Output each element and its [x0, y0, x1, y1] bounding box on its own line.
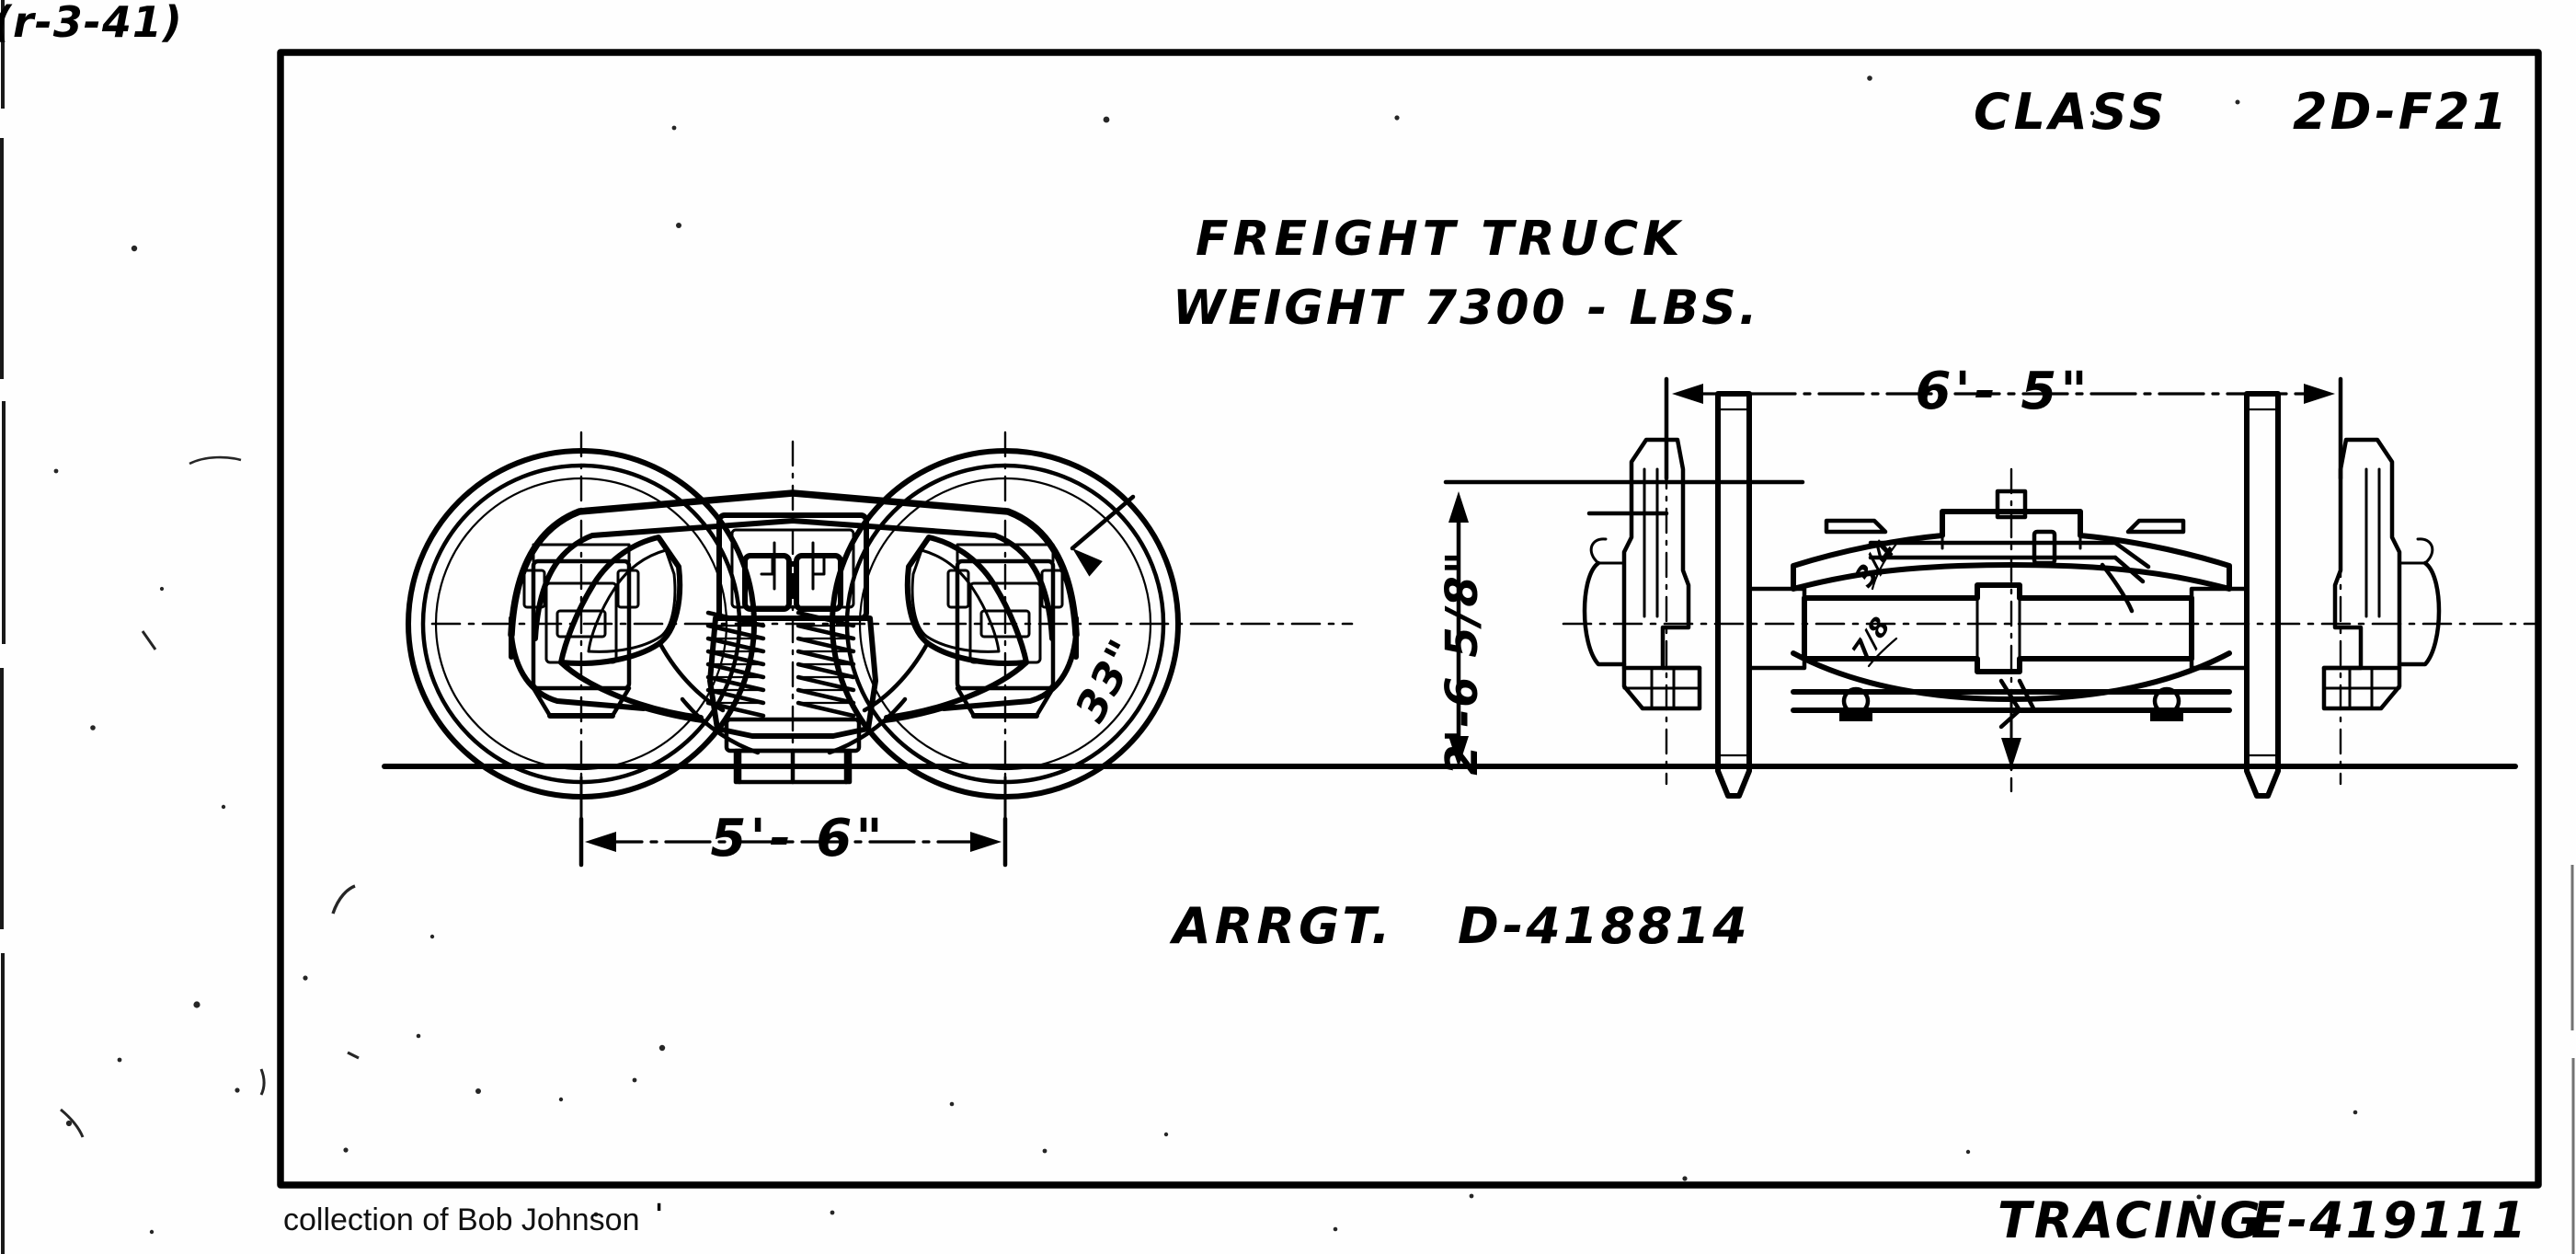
- end-bolster: [1791, 489, 2232, 614]
- height-dimension: 2'-6 5/8": [1437, 479, 1805, 776]
- track-width-dimension: 6'- 5": [1664, 362, 2343, 481]
- revision-note: (r-3-41): [0, 0, 183, 47]
- scan-edge-margin: [0, 0, 6, 1254]
- collection-credit: collection of Bob Johnson: [283, 1202, 639, 1237]
- class-value: 2D-F21: [2293, 83, 2510, 141]
- title-line-1: FREIGHT TRUCK: [1196, 212, 1684, 267]
- track-width-value: 6'- 5": [1916, 362, 2091, 421]
- wheelbase-dimension: 5'- 6": [578, 776, 1008, 869]
- drawing-border: [277, 49, 2542, 1189]
- arrangement-label: ARRGT.: [1169, 897, 1394, 955]
- side-frame-lower-tie: [558, 641, 1029, 755]
- credit-tick: ': [655, 1199, 663, 1231]
- detail-leader-lower: [1867, 637, 1898, 668]
- end-elevation-view: 3/4 7/8 6'- 5" 2'-6 5: [1437, 362, 2540, 796]
- tracing-label: TRACING: [1998, 1191, 2263, 1249]
- scan-edge-right: [2570, 865, 2575, 1254]
- bolster-assembly: [707, 512, 878, 785]
- title-line-2: WEIGHT 7300 - LBS.: [1173, 281, 1760, 336]
- side-elevation-view: 33" 5'- 6": [408, 431, 1354, 869]
- detail-leader-upper: [1871, 537, 1902, 591]
- arrangement-value: D-418814: [1458, 897, 1750, 955]
- wheelbase-value: 5'- 6": [711, 809, 887, 869]
- class-label: CLASS: [1974, 83, 2169, 141]
- tracing-value: E-419111: [2251, 1191, 2528, 1249]
- paper-speckle: [53, 75, 2358, 1235]
- height-value: 2'-6 5/8": [1437, 549, 1488, 775]
